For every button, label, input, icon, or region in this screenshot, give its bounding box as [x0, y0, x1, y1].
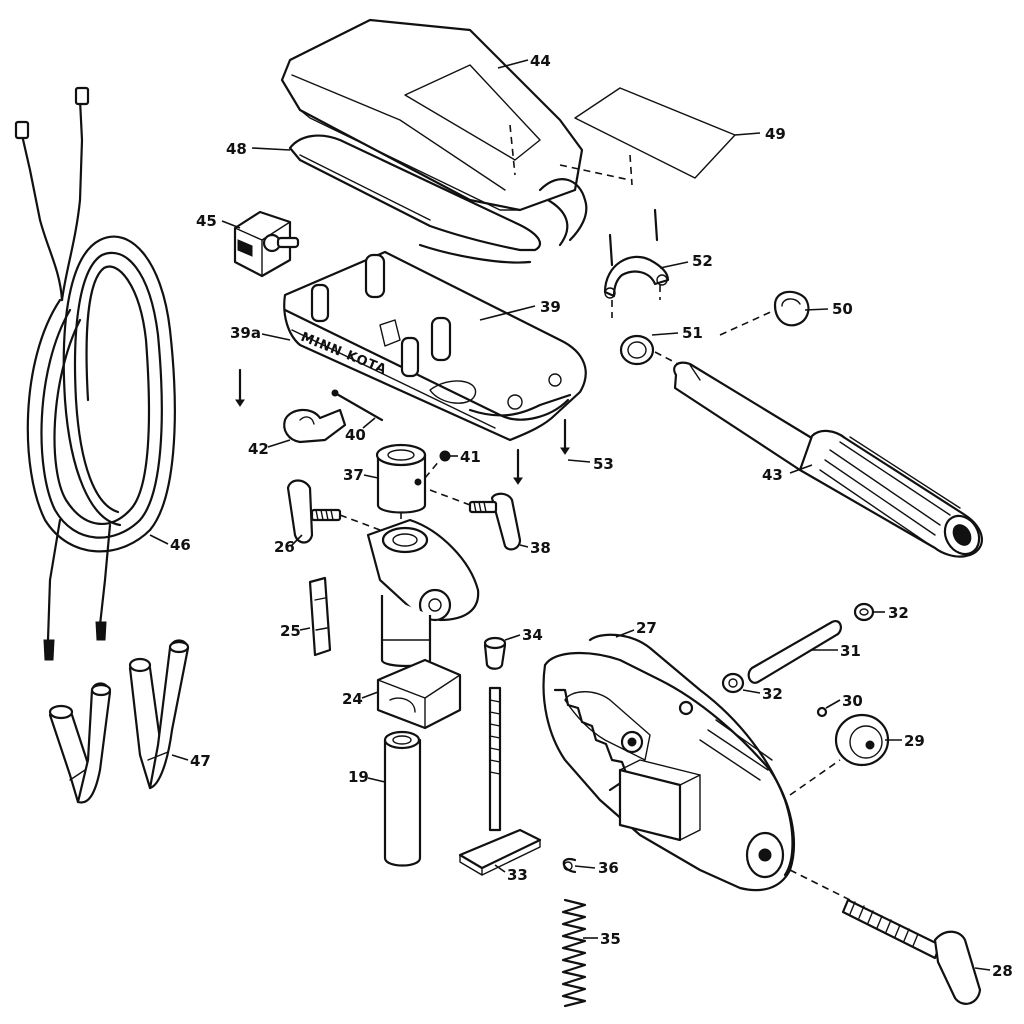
part-32-washer-lower	[721, 672, 745, 694]
callout-26: 26	[274, 538, 295, 556]
callout-40: 40	[345, 426, 366, 444]
callout-32-top: 32	[888, 604, 909, 622]
part-37-collar	[375, 443, 441, 530]
callout-25: 25	[280, 622, 301, 640]
part-50-collar	[773, 290, 810, 327]
part-26-thumb-screw	[286, 479, 381, 544]
part-41-nut	[439, 450, 451, 462]
callout-48: 48	[226, 140, 247, 158]
callout-51: 51	[682, 324, 703, 342]
callout-31: 31	[840, 642, 861, 660]
callout-49: 49	[765, 125, 786, 143]
callout-29: 29	[904, 732, 925, 750]
part-43-tiller-handle	[654, 309, 983, 558]
callout-36: 36	[598, 859, 619, 877]
part-39-lower-housing: MINN KOTA	[283, 250, 587, 442]
callout-33: 33	[507, 866, 528, 884]
callout-30: 30	[842, 692, 863, 710]
callout-27: 27	[636, 619, 657, 637]
part-24-swivel-bracket	[366, 518, 480, 730]
callout-32-lower: 32	[762, 685, 783, 703]
part-48-gasket	[288, 134, 542, 264]
part-32-washer-top	[853, 602, 875, 622]
callout-37: 37	[343, 466, 364, 484]
callout-38: 38	[530, 539, 551, 557]
part-47-battery-clamps	[48, 639, 190, 804]
part-44-top-cover	[280, 18, 588, 247]
callout-labels: 44 48 49 45 52 39 39a 50 51 40 42 41 53 …	[170, 52, 1013, 980]
callout-28: 28	[992, 962, 1013, 980]
part-19-shaft-tube	[383, 730, 422, 867]
part-52-strap-clamp	[603, 208, 670, 318]
part-45-switch	[233, 210, 300, 278]
part-38-thumb-screw	[429, 489, 522, 551]
callout-41: 41	[460, 448, 481, 466]
part-28-clamp-screw	[789, 869, 982, 1005]
part-27-clamp-bracket	[542, 633, 796, 892]
callout-46: 46	[170, 536, 191, 554]
part-36-e-clip	[562, 857, 577, 874]
callout-53: 53	[593, 455, 614, 473]
callout-52: 52	[692, 252, 713, 270]
part-33-t-bolt	[458, 686, 542, 876]
callout-47: 47	[190, 752, 211, 770]
callout-39a: 39a	[230, 324, 261, 342]
callout-39: 39	[540, 298, 561, 316]
part-29-pressure-pad	[789, 713, 890, 796]
part-31-pivot-pin	[747, 620, 842, 684]
callout-35: 35	[600, 930, 621, 948]
part-42-cable-clip	[283, 408, 347, 444]
callout-34: 34	[522, 626, 543, 644]
callout-42: 42	[248, 440, 269, 458]
part-35-spring	[561, 898, 587, 1008]
housing-screws	[235, 368, 570, 485]
callout-24: 24	[342, 690, 363, 708]
part-34-cap	[483, 636, 507, 670]
callout-43: 43	[762, 466, 783, 484]
leader-lines	[149, 59, 991, 971]
part-25-bushing	[308, 576, 332, 657]
part-30-small-washer	[816, 706, 828, 718]
callout-45: 45	[196, 212, 217, 230]
callout-44: 44	[530, 52, 551, 70]
callout-19: 19	[348, 768, 369, 786]
callout-50: 50	[832, 300, 853, 318]
part-40-screw	[331, 389, 384, 422]
part-46-power-cable	[14, 86, 176, 661]
part-51-nut	[619, 334, 655, 366]
part-49-decal	[559, 87, 736, 186]
